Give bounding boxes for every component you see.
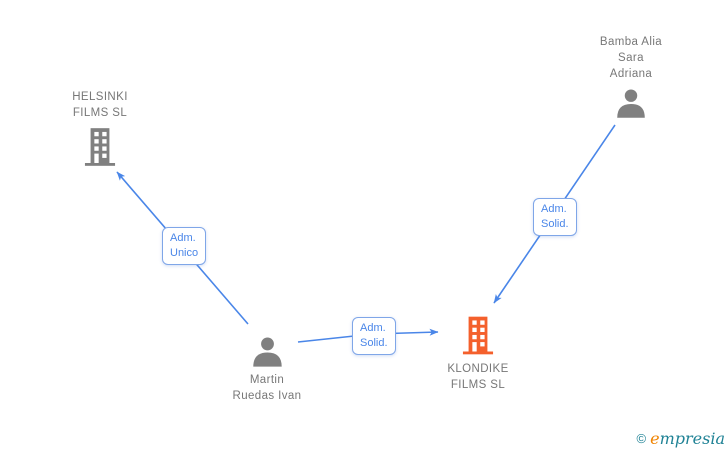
node-name: KLONDIKE FILMS SL [447,363,509,391]
edge-label-adm-solid: Adm. Solid. [352,317,396,355]
building-icon [84,128,116,166]
edge-label-adm-solid: Adm. Solid. [533,198,577,236]
person-icon [252,337,282,367]
node-name: Martin Ruedas Ivan [232,374,302,402]
node-martin-ruedas-ivan[interactable]: Martin Ruedas Ivan [207,337,327,404]
copyright-icon: © [636,431,647,446]
brand-initial: e [650,429,660,448]
building-icon [462,316,494,355]
person-icon [617,89,645,118]
node-klondike-films[interactable]: KLONDIKE FILMS SL [418,315,538,393]
node-name: Bamba Alia Sara Adriana [599,36,663,80]
empresia-logo[interactable]: © empresia [637,429,725,448]
node-helsinki-films[interactable]: HELSINKI FILMS SL [40,89,160,166]
brand-rest: mpresia [659,429,725,448]
node-name: HELSINKI FILMS SL [72,91,128,119]
brand-wordmark: empresia [650,429,725,448]
edge-label-adm-unico: Adm. Unico [162,227,207,265]
node-bamba-alia-sara-adriana[interactable]: Bamba Alia Sara Adriana [571,34,691,118]
